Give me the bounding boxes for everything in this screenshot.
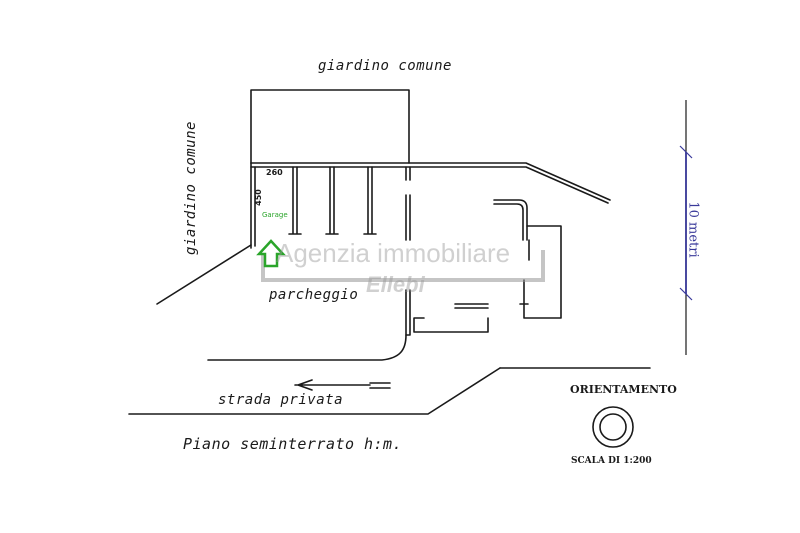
left-diagonal-wall [156, 244, 252, 305]
watermark-line-1: Agenzia immobiliare [276, 238, 511, 268]
orientation-symbol [592, 406, 634, 448]
garage-arrow-icon [256, 239, 286, 268]
road-arrow [294, 379, 391, 391]
watermark-box [261, 250, 545, 282]
garage-name-label: Garage [262, 211, 288, 219]
scale-bar-label: 10 metri [685, 201, 701, 258]
parking-label: parcheggio [269, 287, 359, 303]
stall-divider-2 [325, 166, 339, 235]
stall-divider-3 [363, 166, 377, 235]
road-label: strada privata [218, 392, 344, 408]
stall-divider-1 [288, 166, 302, 235]
scale-label: SCALA DI 1:200 [571, 456, 652, 466]
east-wall-corner [493, 199, 528, 241]
south-wall [413, 317, 489, 333]
inner-partition [454, 303, 489, 309]
orientation-label: ORIENTAMENTO [570, 383, 677, 396]
scale-bar [679, 100, 693, 355]
garden-top-label: giardino comune [318, 58, 452, 74]
east-wall-right [523, 225, 562, 319]
parking-boundary [207, 334, 407, 361]
floor-label: Piano seminterrato [183, 435, 355, 453]
watermark-line-2: Ellebi [366, 272, 425, 297]
garden-left-label: giardino comune [182, 121, 199, 255]
garage-width-label: 260 [266, 168, 283, 177]
height-label: h:m. [364, 435, 403, 453]
upper-block-outline [250, 89, 410, 164]
central-wall-a [405, 166, 411, 181]
garage-depth-label: 450 [253, 189, 263, 206]
road-edge-lower [128, 367, 501, 415]
central-wall-b [405, 194, 411, 241]
top-wall [250, 162, 611, 201]
